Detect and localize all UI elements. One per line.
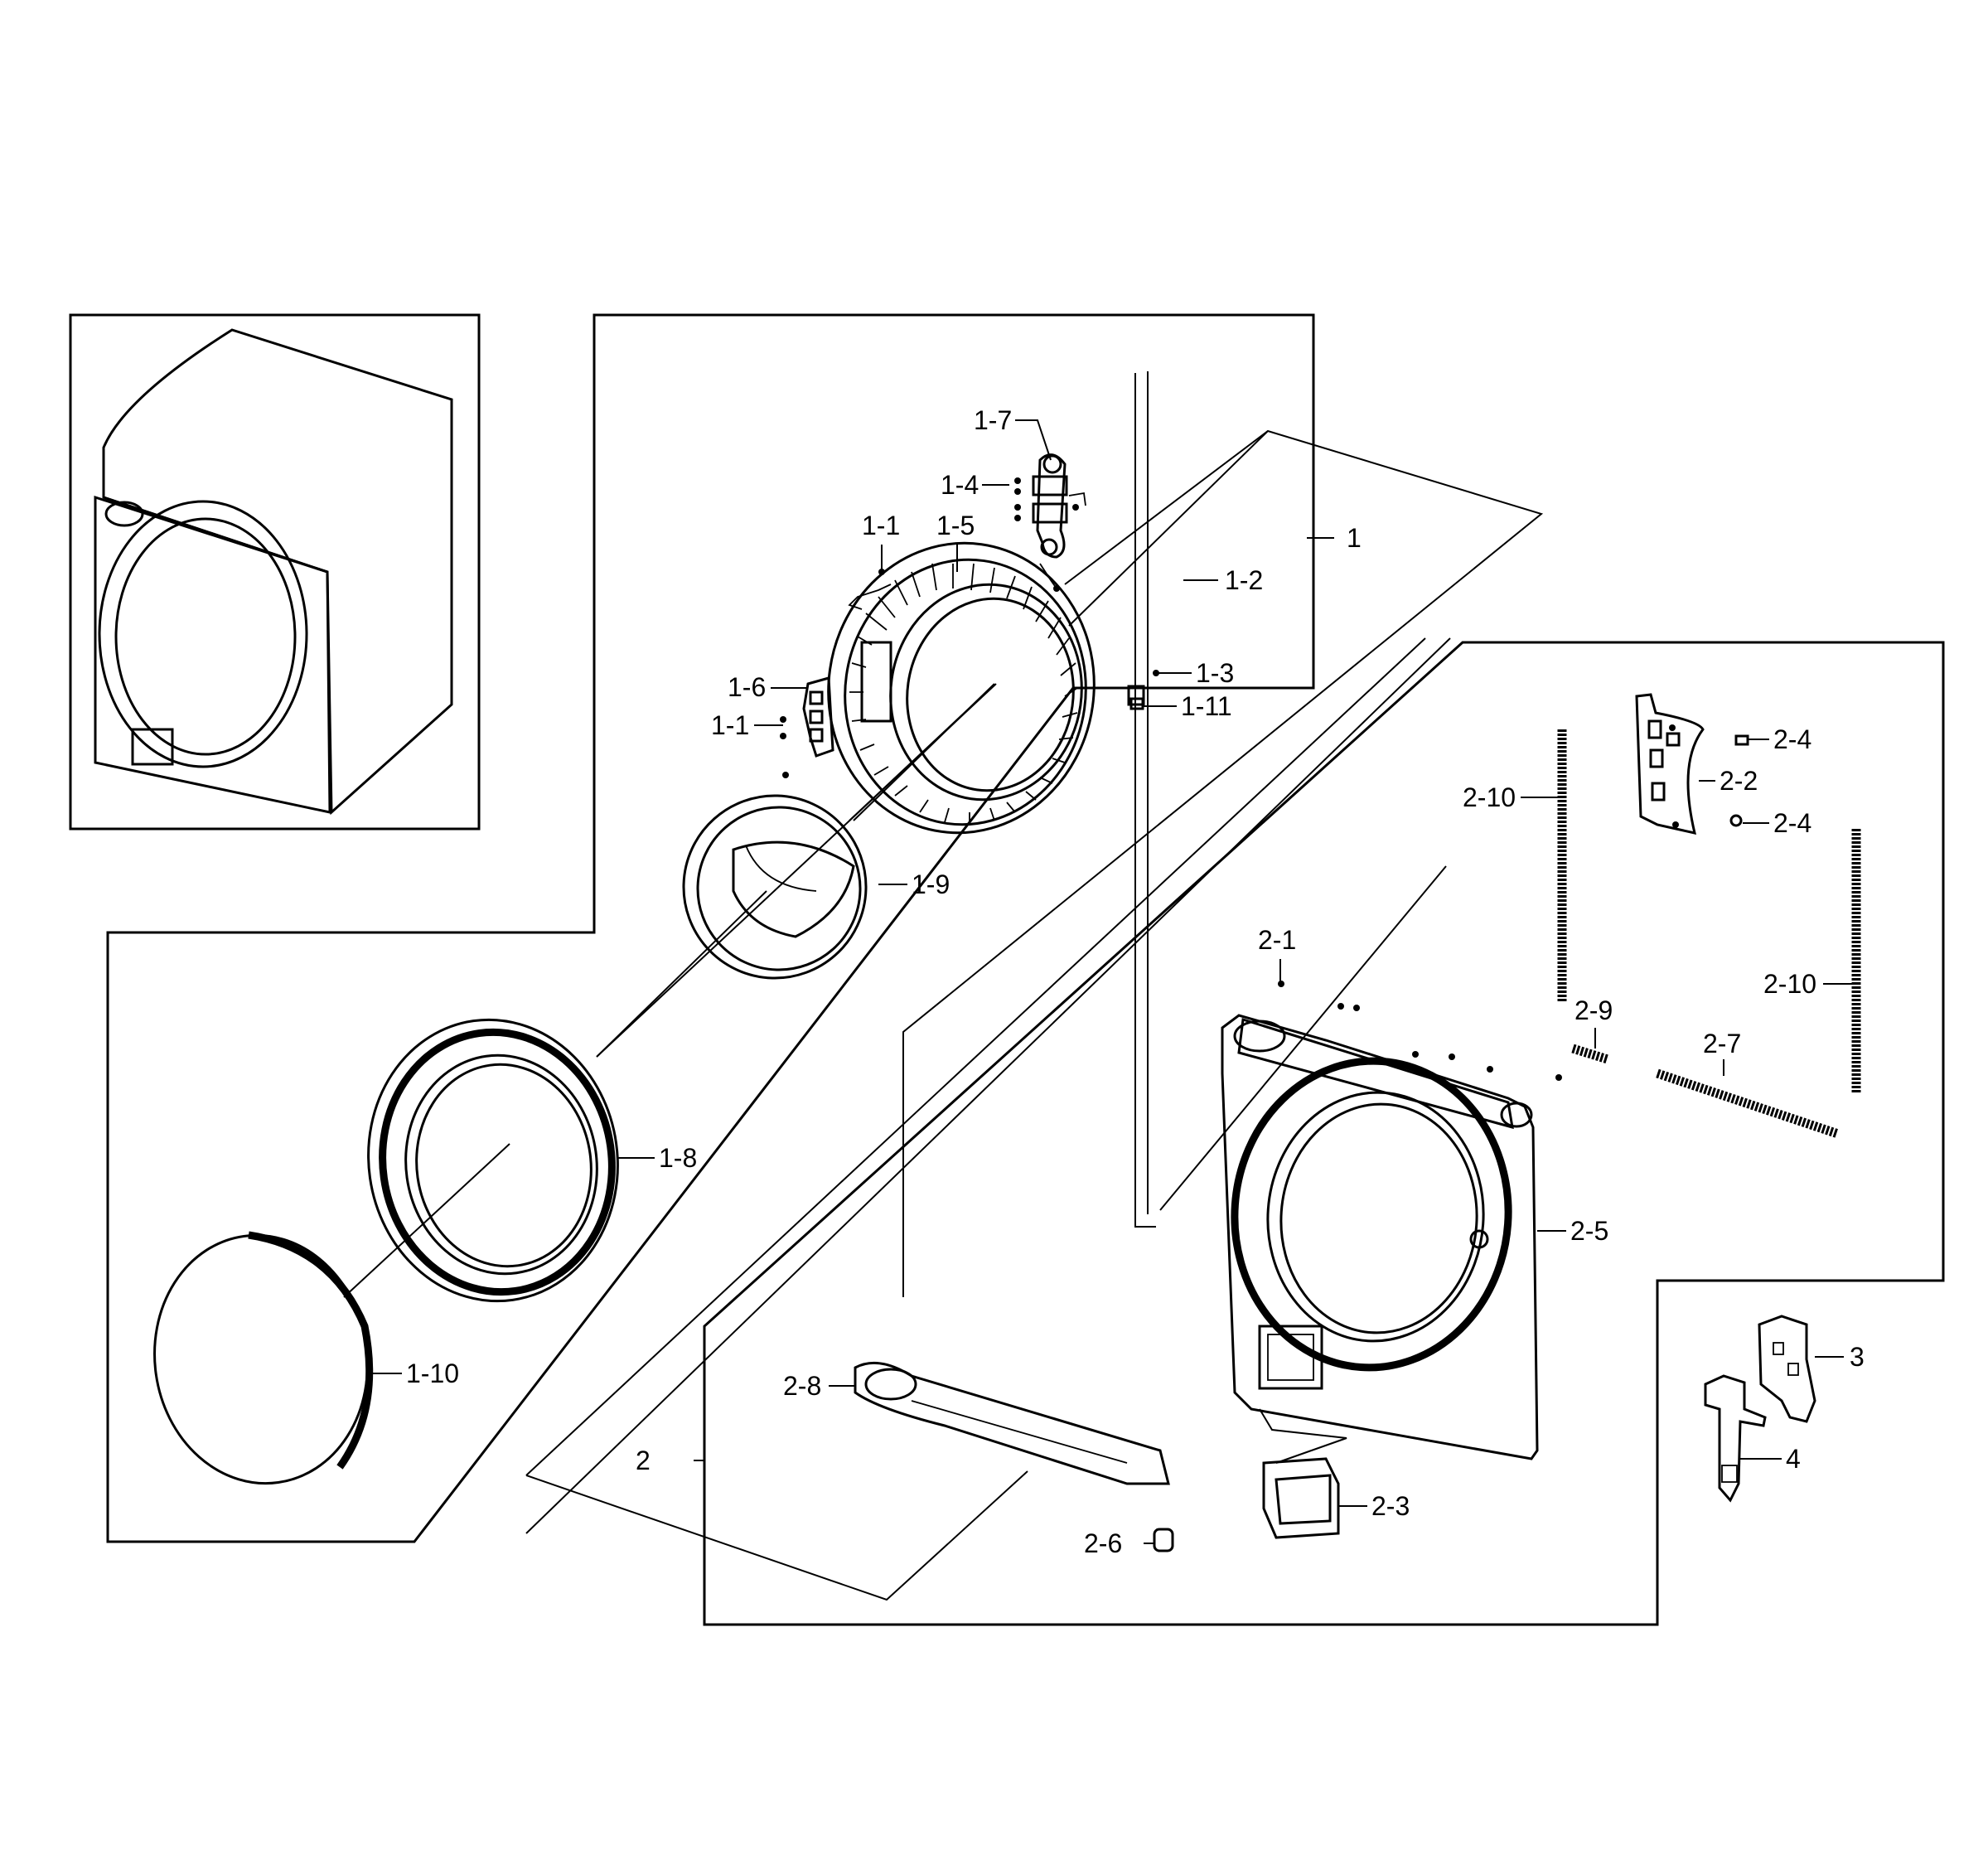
door-glass-bowl-1-9 [682, 794, 868, 980]
callout-1-1-top: 1-1 [862, 511, 900, 540]
box-2-3 [1259, 1408, 1347, 1539]
knob-2-6 [1153, 1528, 1174, 1552]
door-lock-1-6 [780, 676, 834, 778]
strips-2-10 [1557, 729, 1861, 1094]
fasteners-1-3-1-11 [1127, 670, 1159, 710]
callout-1-10: 1-10 [406, 1359, 459, 1388]
door-frame-1-5 [827, 541, 1096, 835]
group-1-frame [106, 313, 1315, 1543]
explosion-guides [525, 371, 1544, 1601]
callout-1-4: 1-4 [941, 470, 979, 500]
bottom-panel-2-8 [854, 1361, 1170, 1485]
callout-2-4-bottom: 2-4 [1773, 808, 1811, 838]
callout-1-3: 1-3 [1196, 658, 1234, 688]
door-hinge-1-7 [1014, 453, 1086, 592]
callout-2-10-right: 2-10 [1763, 969, 1816, 999]
callout-3: 3 [1850, 1342, 1865, 1372]
callout-2-8: 2-8 [783, 1371, 821, 1401]
callout-1-2: 1-2 [1225, 565, 1263, 595]
front-panel-2-5 [1221, 981, 1562, 1460]
callout-1-5: 1-5 [936, 511, 975, 540]
callout-1-6: 1-6 [728, 672, 766, 702]
callout-2-3: 2-3 [1371, 1491, 1410, 1521]
door-glass-1-10 [153, 1231, 374, 1485]
callout-1-1-left: 1-1 [711, 710, 749, 740]
overview-washer-inset [69, 313, 481, 831]
callout-1-8: 1-8 [659, 1143, 697, 1173]
bars-2-7-2-9 [1571, 1044, 1840, 1139]
callout-leaders [367, 419, 1852, 1544]
callout-2-1: 2-1 [1258, 925, 1296, 955]
group-2-frame [703, 641, 1945, 1626]
door-outer-ring-1-8 [367, 1018, 619, 1303]
callout-1-7: 1-7 [974, 405, 1012, 435]
callout-2-7: 2-7 [1703, 1029, 1741, 1058]
callout-2-6: 2-6 [1084, 1528, 1122, 1558]
callout-2: 2 [636, 1446, 651, 1475]
callout-4: 4 [1786, 1444, 1801, 1474]
callout-2-10-left: 2-10 [1463, 782, 1516, 812]
door-axis-guides [343, 683, 995, 1298]
part-3-hinge-block [1758, 1315, 1816, 1423]
part-4-bracket [1704, 1374, 1767, 1503]
callout-2-2: 2-2 [1720, 766, 1758, 796]
callout-2-5: 2-5 [1570, 1216, 1608, 1246]
callout-1-11: 1-11 [1181, 691, 1232, 721]
callout-1: 1 [1347, 523, 1362, 553]
callout-1-9: 1-9 [912, 869, 950, 899]
callout-2-9: 2-9 [1574, 995, 1613, 1025]
bracket-2-2 [1635, 693, 1705, 835]
callout-2-4-top: 2-4 [1773, 724, 1811, 754]
callout-labels: 1 1-7 1-4 1-1 1-5 1-2 1-3 1-11 1-6 1-1 1… [406, 405, 1865, 1558]
